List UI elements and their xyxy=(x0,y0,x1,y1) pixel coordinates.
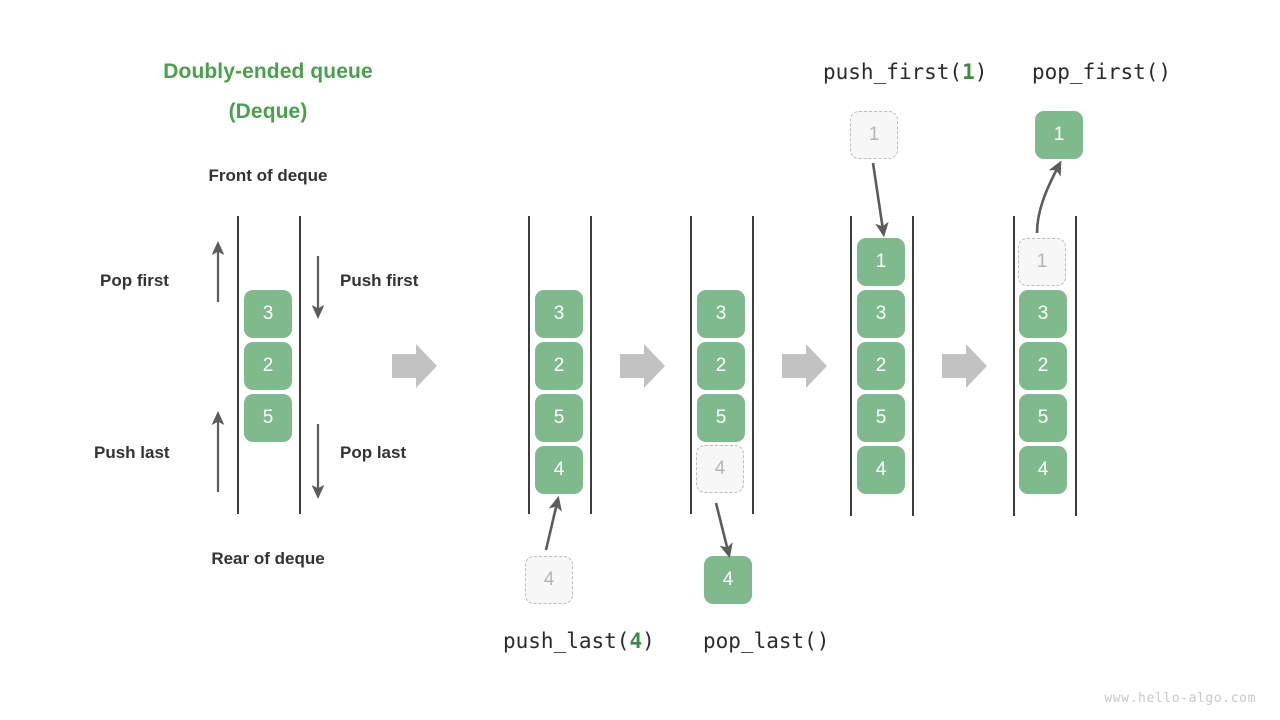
stage1-rail-right xyxy=(590,216,592,514)
stage1-element-3: 4 xyxy=(535,446,583,494)
watermark: www.hello-algo.com xyxy=(1104,691,1256,706)
stage4-pop-first-arrow xyxy=(1035,160,1062,234)
stage3-element-2: 2 xyxy=(857,342,905,390)
stage1-external-element: 4 xyxy=(525,556,573,604)
push-first-operation-label: push_first(1) xyxy=(823,60,987,84)
push-last-operation-arg: 4 xyxy=(629,629,643,653)
overview-rail-left xyxy=(237,216,239,514)
push-last-operation-name: push_last( xyxy=(503,629,630,653)
push-first-operation-arg: 1 xyxy=(962,60,975,84)
stage3-element-4: 4 xyxy=(857,446,905,494)
push-last-operation-label: push_last(4) xyxy=(503,629,655,653)
stage2-element-3: 4 xyxy=(696,445,744,493)
push-first-operation-name: push_first( xyxy=(823,60,963,84)
rear-of-deque-label: Rear of deque xyxy=(211,549,325,568)
pop-last-label: Pop last xyxy=(340,443,407,462)
pop-first-operation-label: pop_first() xyxy=(1032,60,1172,84)
push-last-operation-close: ) xyxy=(642,629,655,653)
stage2-rail-right xyxy=(752,216,754,514)
flow-block-arrow-2 xyxy=(620,344,665,388)
push-last-label: Push last xyxy=(94,443,170,462)
stage3-element-3: 5 xyxy=(857,394,905,442)
pop-first-label: Pop first xyxy=(100,271,169,290)
stage4-element-2: 2 xyxy=(1019,342,1067,390)
stage3-rail-right xyxy=(912,216,914,516)
flow-block-arrow-4 xyxy=(942,344,987,388)
stage3-element-1: 3 xyxy=(857,290,905,338)
stage3-rail-left xyxy=(850,216,852,516)
push-first-label: Push first xyxy=(340,271,419,290)
pop-last-operation-label: pop_last() xyxy=(703,629,830,653)
stage1-element-1: 2 xyxy=(535,342,583,390)
stage2-pop-last-arrow xyxy=(714,502,733,559)
stage4-rail-right xyxy=(1075,216,1077,516)
stage4-element-0: 1 xyxy=(1018,238,1066,286)
diagram-title-line2: (Deque) xyxy=(228,100,308,123)
stage3-push-first-arrow xyxy=(871,162,889,238)
stage2-element-1: 2 xyxy=(697,342,745,390)
stage2-external-element: 4 xyxy=(704,556,752,604)
stage2-rail-left xyxy=(690,216,692,514)
stage4-rail-left xyxy=(1013,216,1015,516)
overview-element-1: 2 xyxy=(244,342,292,390)
stage4-element-4: 4 xyxy=(1019,446,1067,494)
stage3-element-0: 1 xyxy=(857,238,905,286)
stage4-element-1: 3 xyxy=(1019,290,1067,338)
push-first-operation-close: ) xyxy=(974,60,988,84)
flow-block-arrow-1 xyxy=(392,344,437,388)
flow-block-arrow-3 xyxy=(782,344,827,388)
stage3-external-element: 1 xyxy=(850,111,898,159)
diagram-title-line1: Doubly-ended queue xyxy=(163,60,373,83)
stage4-external-element: 1 xyxy=(1035,111,1083,159)
stage1-push-last-arrow xyxy=(544,495,562,551)
overview-rail-right xyxy=(299,216,301,514)
stage4-element-3: 5 xyxy=(1019,394,1067,442)
overview-element-0: 3 xyxy=(244,290,292,338)
overview-element-2: 5 xyxy=(244,394,292,442)
front-of-deque-label: Front of deque xyxy=(208,166,328,185)
stage2-element-0: 3 xyxy=(697,290,745,338)
stage1-element-2: 5 xyxy=(535,394,583,442)
stage2-element-2: 5 xyxy=(697,394,745,442)
stage1-rail-left xyxy=(528,216,530,514)
stage1-element-0: 3 xyxy=(535,290,583,338)
